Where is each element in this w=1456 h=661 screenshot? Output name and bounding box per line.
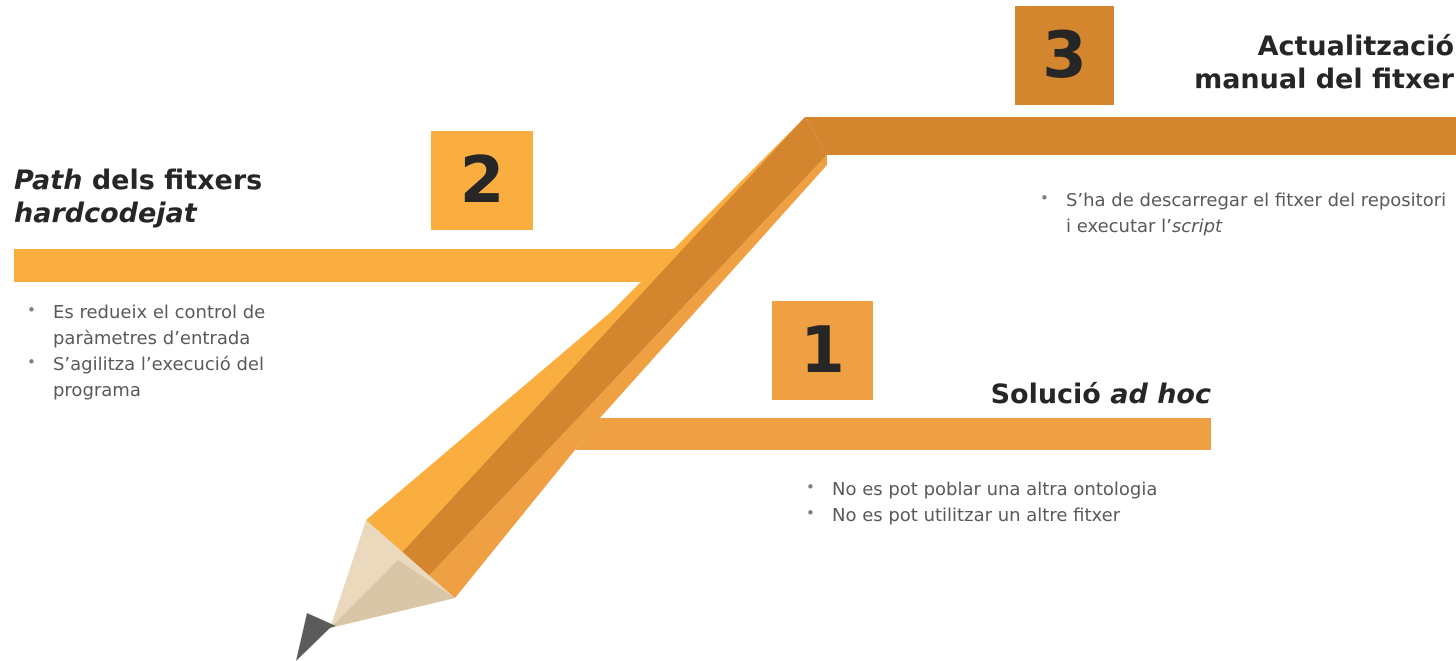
step-1-bullets: No es pot poblar una altra ontologia No … <box>806 477 1226 529</box>
step-2-title-italic-2: hardcodejat <box>14 198 197 229</box>
step-2-title-italic: Path <box>14 165 82 196</box>
step-1-bullet: No es pot poblar una altra ontologia <box>806 477 1226 503</box>
step-2-title: Path dels fitxers hardcodejat <box>14 164 262 230</box>
step-1-bullet: No es pot utilitzar un altre fitxer <box>806 503 1226 529</box>
step-3-title: Actualització manual del fitxer <box>1194 30 1454 96</box>
step-2-title-line-1: Path dels fitxers <box>14 164 262 197</box>
step-2-title-text: dels fitxers <box>82 165 262 196</box>
step-1-title-italic: ad hoc <box>1110 379 1211 410</box>
line-2-bar <box>14 249 685 282</box>
step-3-bullet-italic: script <box>1172 216 1222 237</box>
step-2-bullet: Es redueix el control de paràmetres d’en… <box>27 300 327 352</box>
step-3-bullet: S’ha de descarregar el fitxer del reposi… <box>1040 188 1450 240</box>
step-1-title: Solució ad hoc <box>991 378 1211 411</box>
step-2-bullets: Es redueix el control de paràmetres d’en… <box>27 300 327 404</box>
step-3-title-line-2: manual del fitxer <box>1194 63 1454 96</box>
step-1-title-text: Solució <box>991 379 1111 410</box>
step-3-bullet-text: S’ha de descarregar el fitxer del reposi… <box>1066 190 1446 237</box>
pencil-stripe-light-lower <box>366 249 685 566</box>
step-3-bullets: S’ha de descarregar el fitxer del reposi… <box>1040 188 1450 240</box>
step-2-bullet: S’agilitza l’execució del programa <box>27 352 327 404</box>
step-2-number: 2 <box>431 131 533 230</box>
step-3-number: 3 <box>1015 6 1114 105</box>
step-2-title-line-2: hardcodejat <box>14 197 262 230</box>
line-3-bar <box>805 117 1456 155</box>
step-3-title-line-1: Actualització <box>1194 30 1454 63</box>
line-1-bar <box>575 418 1211 450</box>
step-1-number: 1 <box>772 301 873 400</box>
pencil-tip <box>296 613 336 661</box>
